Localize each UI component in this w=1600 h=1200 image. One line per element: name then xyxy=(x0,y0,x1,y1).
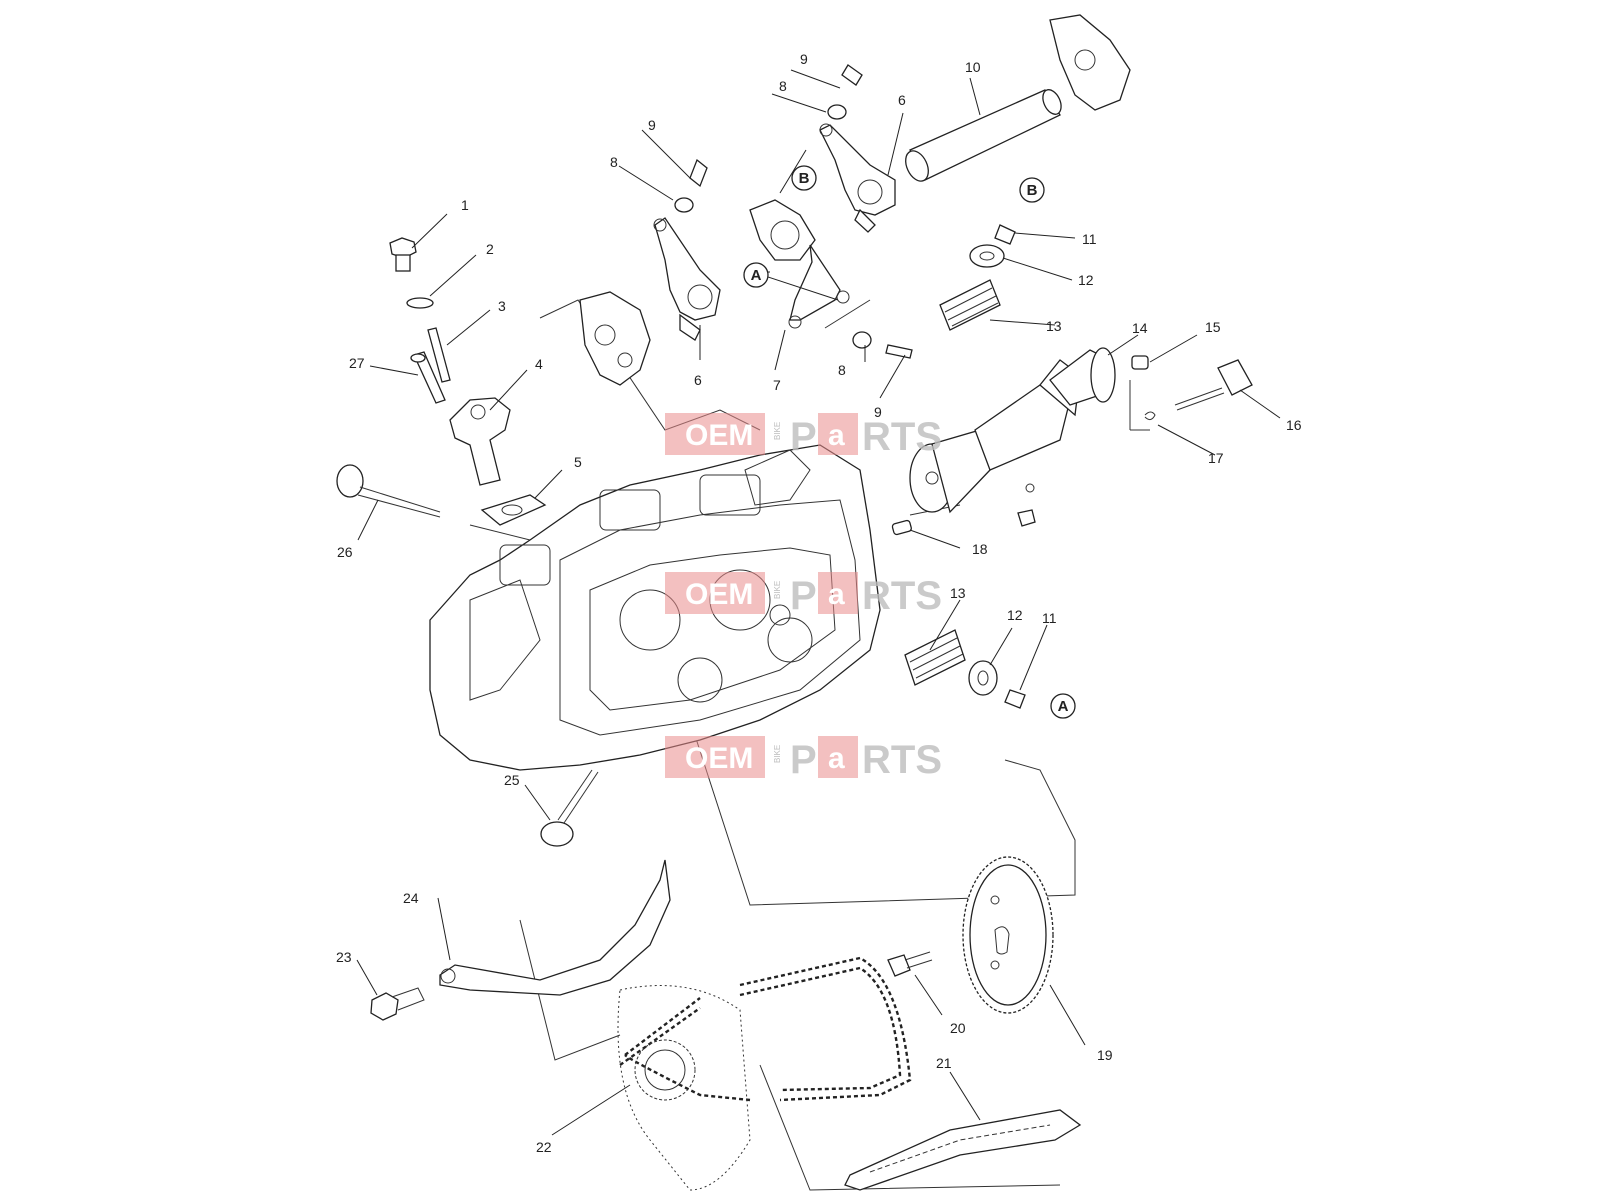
reference-mark-a-upper: A xyxy=(743,262,769,288)
watermark-p: P xyxy=(790,738,817,782)
rocker-bracket-left xyxy=(579,291,651,386)
callout-1: 1 xyxy=(461,197,469,213)
leader-lines xyxy=(356,69,1281,1136)
watermark-a: a xyxy=(828,578,845,611)
valve-keepers xyxy=(994,224,1026,709)
svg-text:A: A xyxy=(751,267,762,284)
decompressor-spring xyxy=(1144,411,1156,421)
chain-tensioner xyxy=(449,397,511,486)
valve-spring-upper xyxy=(939,279,1001,331)
callout-9-center: 9 xyxy=(874,404,882,420)
rocker-arm-center xyxy=(749,199,850,329)
watermark-p: P xyxy=(790,574,817,618)
callout-6-left: 6 xyxy=(694,372,702,388)
watermark-bike: BIKE xyxy=(773,581,782,599)
callout-17: 17 xyxy=(1208,450,1224,466)
tensioner-gasket xyxy=(480,494,547,526)
callout-2: 2 xyxy=(486,241,494,257)
callout-9-top: 9 xyxy=(800,51,808,67)
crankcase-outline xyxy=(617,985,751,1191)
callout-19: 19 xyxy=(1097,1047,1113,1063)
chain-guide xyxy=(844,1109,1082,1191)
cam-sprocket xyxy=(962,856,1054,1014)
timing-chain xyxy=(619,956,912,1102)
callout-21: 21 xyxy=(936,1055,952,1071)
reference-mark-b-upper: B xyxy=(791,165,817,191)
callout-8-left: 8 xyxy=(610,154,618,170)
callout-25: 25 xyxy=(504,772,520,788)
callout-20: 20 xyxy=(950,1020,966,1036)
watermark-a: a xyxy=(828,419,845,452)
callout-6-right: 6 xyxy=(898,92,906,108)
callout-12-lower: 12 xyxy=(1007,607,1023,623)
callout-13-upper: 13 xyxy=(1046,318,1062,334)
watermark-p: P xyxy=(790,415,817,459)
callout-labels: 1 2 3 4 5 6 6 7 8 8 8 9 9 9 9 10 11 11 1… xyxy=(336,51,1302,1155)
reference-mark-b-right: B xyxy=(1019,177,1045,203)
callout-9-left: 9 xyxy=(648,117,656,133)
callout-18: 18 xyxy=(972,541,988,557)
callout-4: 4 xyxy=(535,356,543,372)
valve-exhaust xyxy=(540,769,599,847)
callout-11-upper: 11 xyxy=(1082,231,1097,247)
callout-16: 16 xyxy=(1286,417,1302,433)
watermark-a: a xyxy=(828,742,845,775)
watermark-rts: RTS xyxy=(862,415,942,459)
callout-14: 14 xyxy=(1132,320,1148,336)
callout-11-lower: 11 xyxy=(1042,610,1057,626)
callout-5: 5 xyxy=(574,454,582,470)
callout-10: 10 xyxy=(965,59,981,75)
spring-retainers xyxy=(968,244,1005,696)
watermark-row-3: OEM BIKE P a RTS xyxy=(665,736,942,782)
callout-13-lower: 13 xyxy=(950,585,966,601)
sprocket-bolt xyxy=(887,951,933,977)
callout-15: 15 xyxy=(1205,319,1221,335)
callout-8-center: 8 xyxy=(838,362,846,378)
watermark-bike: BIKE xyxy=(773,422,782,440)
watermark-oem: OEM xyxy=(685,419,753,452)
svg-text:A: A xyxy=(1058,698,1069,715)
callout-7: 7 xyxy=(773,377,781,393)
cam-pin xyxy=(1131,355,1149,370)
reference-mark-a-lower: A xyxy=(1050,693,1076,719)
svg-text:B: B xyxy=(1027,182,1038,199)
rocker-shaft xyxy=(905,89,1062,182)
blade-pivot-bolt xyxy=(370,987,425,1021)
valve-intake xyxy=(336,464,441,518)
watermark-row-2: OEM BIKE P a RTS xyxy=(665,572,942,618)
watermark-oem: OEM xyxy=(685,742,753,775)
decompressor-shaft xyxy=(1174,359,1253,411)
callout-23: 23 xyxy=(336,949,352,965)
watermark-bike: BIKE xyxy=(773,745,782,763)
watermark-rts: RTS xyxy=(862,574,942,618)
watermark-row-1: OEM BIKE P a RTS xyxy=(665,413,942,459)
svg-text:B: B xyxy=(799,170,810,187)
valve-spring-lower xyxy=(904,629,966,686)
callout-26: 26 xyxy=(337,544,353,560)
rocker-bracket-right xyxy=(1049,14,1131,111)
adjuster-screws xyxy=(674,64,913,359)
oil-plug-and-studs xyxy=(389,237,451,404)
camshaft xyxy=(909,347,1116,527)
callout-3: 3 xyxy=(498,298,506,314)
rocker-arm-left xyxy=(653,217,721,341)
watermark-rts: RTS xyxy=(862,738,942,782)
rocker-arm-right xyxy=(819,123,896,233)
callout-12-upper: 12 xyxy=(1078,272,1094,288)
callout-27: 27 xyxy=(349,355,365,371)
tensioner-blade xyxy=(439,859,671,996)
callout-24: 24 xyxy=(403,890,419,906)
watermark-oem: OEM xyxy=(685,578,753,611)
dowel-pin xyxy=(891,519,912,536)
callout-8-top: 8 xyxy=(779,78,787,94)
callout-22: 22 xyxy=(536,1139,552,1155)
